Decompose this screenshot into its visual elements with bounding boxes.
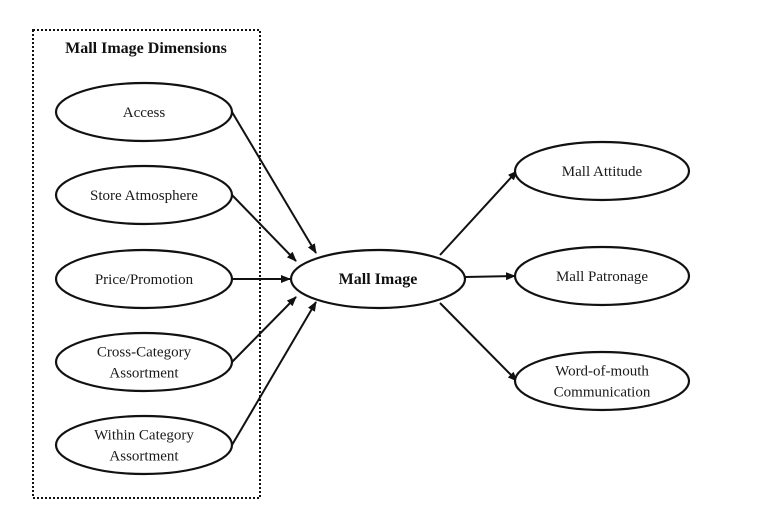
node-access: Access bbox=[54, 81, 234, 143]
node-mall-attitude: Mall Attitude bbox=[513, 140, 691, 202]
node-ellipse-word-of-mouth bbox=[513, 350, 691, 412]
node-mall-patronage: Mall Patronage bbox=[513, 245, 691, 307]
node-label-mall-patronage: Mall Patronage bbox=[556, 269, 648, 285]
node-ellipse-access bbox=[54, 81, 234, 143]
edge-mall-image-to-word-of-mouth bbox=[439, 302, 518, 382]
edge-cross-category-assortment-to-mall-image bbox=[231, 296, 297, 363]
node-label-access: Access bbox=[123, 105, 166, 121]
node-label-price-promotion: Price/Promotion bbox=[95, 272, 194, 288]
mall-image-dimensions-group bbox=[32, 29, 261, 499]
node-ellipse-mall-attitude bbox=[513, 140, 691, 202]
node-label-within-category-assortment: Within Category bbox=[94, 428, 194, 444]
edge-store-atmosphere-to-mall-image bbox=[231, 194, 297, 262]
node-price-promotion: Price/Promotion bbox=[54, 248, 234, 310]
edge-mall-image-to-mall-patronage bbox=[464, 272, 516, 281]
node-label-word-of-mouth: Communication bbox=[554, 385, 651, 401]
edges bbox=[231, 111, 518, 446]
node-ellipse-within-category-assortment bbox=[54, 414, 234, 476]
node-label-mall-attitude: Mall Attitude bbox=[562, 164, 643, 180]
group-title: Mall Image Dimensions bbox=[65, 40, 227, 57]
node-ellipse-store-atmosphere bbox=[54, 164, 234, 226]
node-label-cross-category-assortment: Assortment bbox=[109, 366, 179, 382]
node-label-word-of-mouth: Word-of-mouth bbox=[555, 364, 649, 380]
edge-mall-image-to-mall-attitude bbox=[439, 170, 518, 256]
edge-access-to-mall-image bbox=[231, 111, 317, 254]
edge-within-category-assortment-to-mall-image bbox=[231, 301, 317, 446]
node-ellipse-mall-image bbox=[289, 248, 467, 310]
node-ellipse-mall-patronage bbox=[513, 245, 691, 307]
node-label-store-atmosphere: Store Atmosphere bbox=[90, 188, 198, 204]
node-ellipse-cross-category-assortment bbox=[54, 331, 234, 393]
node-label-within-category-assortment: Assortment bbox=[109, 449, 179, 465]
node-store-atmosphere: Store Atmosphere bbox=[54, 164, 234, 226]
node-ellipse-price-promotion bbox=[54, 248, 234, 310]
node-label-mall-image: Mall Image bbox=[339, 271, 418, 288]
node-label-cross-category-assortment: Cross-Category bbox=[97, 345, 192, 361]
node-mall-image: Mall Image bbox=[289, 248, 467, 310]
